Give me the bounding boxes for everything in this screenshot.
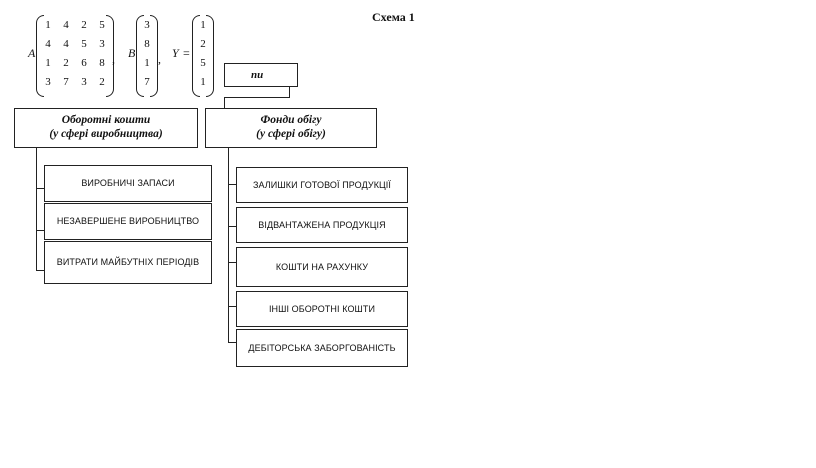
matrix-a-cell: 2 — [99, 76, 105, 88]
matrix-a-cell: 6 — [81, 57, 87, 69]
matrix-a-cell: 3 — [81, 76, 87, 88]
left-item-deferred-expenses: ВИТРАТИ МАЙБУТНІХ ПЕРІОДІВ — [44, 241, 212, 284]
matrix-y-cell: 5 — [200, 57, 206, 69]
right-trunk-line — [228, 148, 229, 342]
left-category-title: Оборотні кошти — [61, 114, 151, 126]
matrix-y-cell: 2 — [200, 38, 206, 50]
matrix-b-cell: 1 — [144, 57, 150, 69]
right-category-box: Фонди обігу (у сфері обігу) — [205, 108, 377, 148]
left-item-label: НЕЗАВЕРШЕНЕ ВИРОБНИЦТВО — [56, 216, 200, 226]
matrix-y-label: Y — [172, 46, 179, 60]
matrix-y: 1 2 5 1 — [194, 16, 212, 94]
matrix-b-label: B — [128, 46, 136, 60]
left-trunk-line — [36, 148, 37, 270]
matrix-separator: , — [112, 52, 115, 66]
branch-line — [228, 342, 236, 343]
branch-line — [228, 184, 236, 185]
matrix-a-cell: 4 — [63, 38, 69, 50]
right-item-label: ЗАЛИШКИ ГОТОВОЇ ПРОДУКЦІЇ — [252, 179, 392, 190]
matrix-a-cell: 5 — [99, 19, 105, 31]
right-item-shipped-goods: ВІДВАНТАЖЕНА ПРОДУКЦІЯ — [236, 207, 408, 243]
matrix-a-cell: 4 — [45, 38, 51, 50]
matrix-separator: , — [158, 52, 161, 66]
right-item-label: ІНШІ ОБОРОТНІ КОШТИ — [268, 303, 376, 314]
matrix-a-cell: 3 — [99, 38, 105, 50]
branch-line — [228, 226, 236, 227]
left-category-subtitle: (у сфері виробництва) — [49, 128, 163, 140]
branch-line — [36, 188, 44, 189]
right-item-other-current-assets: ІНШІ ОБОРОТНІ КОШТИ — [236, 291, 408, 327]
left-item-label: ВИРОБНИЧІ ЗАПАСИ — [81, 178, 175, 188]
right-category-subtitle: (у сфері обігу) — [256, 128, 326, 140]
right-item-finished-goods: ЗАЛИШКИ ГОТОВОЇ ПРОДУКЦІЇ — [236, 167, 408, 203]
left-category-box: Оборотні кошти (у сфері виробництва) — [14, 108, 198, 148]
connector-line — [224, 97, 290, 98]
matrix-a: 1 4 2 5 4 4 5 3 1 2 6 8 3 7 3 2 — [39, 16, 111, 94]
right-item-label: КОШТИ НА РАХУНКУ — [275, 261, 369, 272]
left-item-label: ВИТРАТИ МАЙБУТНІХ ПЕРІОДІВ — [56, 257, 200, 267]
matrix-a-label: A — [28, 46, 36, 60]
left-item-inventories: ВИРОБНИЧІ ЗАПАСИ — [44, 165, 212, 202]
branch-line — [228, 306, 236, 307]
right-item-label: ВІДВАНТАЖЕНА ПРОДУКЦІЯ — [258, 219, 386, 230]
right-item-cash-in-accounts: КОШТИ НА РАХУНКУ — [236, 247, 408, 287]
matrix-y-right-paren — [206, 15, 214, 97]
matrix-a-cell: 2 — [63, 57, 69, 69]
matrix-a-cell: 2 — [81, 19, 87, 31]
matrix-y-cell: 1 — [200, 76, 206, 88]
matrix-b: 3 8 1 7 — [138, 16, 156, 94]
equals-sign: = — [183, 46, 190, 60]
matrix-a-cell: 3 — [45, 76, 51, 88]
connector-line — [224, 97, 225, 108]
right-item-label: ДЕБІТОРСЬКА ЗАБОРГОВАНІСТЬ — [248, 342, 396, 353]
matrix-b-cell: 8 — [144, 38, 150, 50]
top-category-box: пи — [224, 63, 298, 87]
matrix-a-cell: 4 — [63, 19, 69, 31]
matrix-a-cell: 1 — [45, 57, 51, 69]
matrix-b-right-paren — [150, 15, 158, 97]
left-item-work-in-progress: НЕЗАВЕРШЕНЕ ВИРОБНИЦТВО — [44, 203, 212, 240]
top-category-label: пи — [251, 69, 264, 81]
right-category-title: Фонди обігу — [260, 114, 322, 126]
branch-line — [36, 270, 44, 271]
right-item-accounts-receivable: ДЕБІТОРСЬКА ЗАБОРГОВАНІСТЬ — [236, 329, 408, 367]
matrix-b-cell: 7 — [144, 76, 150, 88]
connector-line — [289, 87, 290, 98]
branch-line — [36, 230, 44, 231]
matrix-a-cell: 8 — [99, 57, 105, 69]
matrix-a-cell: 5 — [81, 38, 87, 50]
matrix-b-cell: 3 — [144, 19, 150, 31]
branch-line — [228, 262, 236, 263]
matrix-a-cell: 7 — [63, 76, 69, 88]
matrix-a-cell: 1 — [45, 19, 51, 31]
scheme-label: Схема 1 — [372, 10, 415, 24]
matrix-y-cell: 1 — [200, 19, 206, 31]
